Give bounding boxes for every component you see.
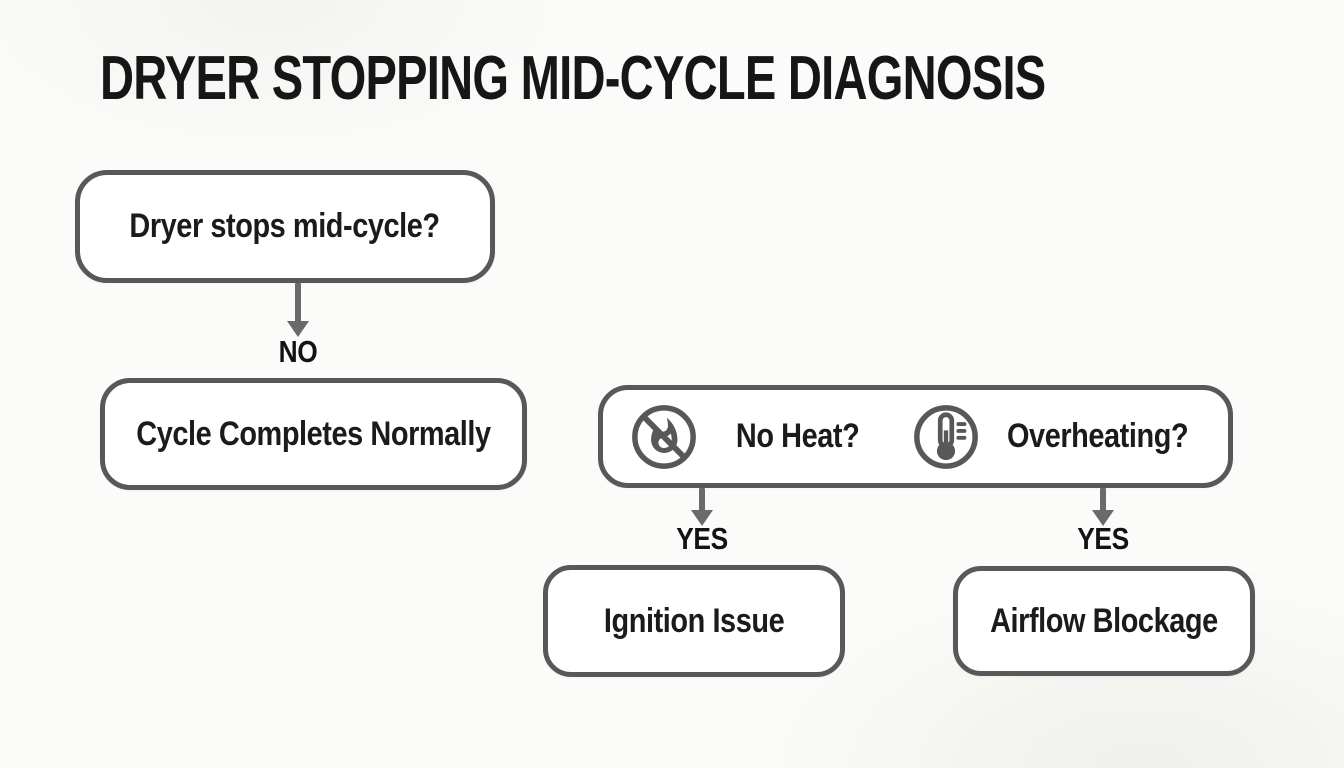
page-title: DRYER STOPPING MID-CYCLE DIAGNOSIS	[100, 44, 1046, 113]
edge-label-yes-left: YES	[676, 521, 728, 556]
arrow-down-no-head	[287, 321, 309, 337]
arrow-down-yes-right	[1100, 488, 1106, 511]
node-label: Ignition Issue	[603, 601, 785, 640]
node-airflow-blockage: Airflow Blockage	[953, 566, 1255, 676]
arrow-down-yes-left-head	[691, 510, 713, 526]
thermometer-icon	[913, 404, 979, 470]
node-symptom-question: No Heat? Overheating?	[598, 385, 1233, 488]
node-label: Airflow Blockage	[990, 601, 1218, 640]
edge-label-no: NO	[278, 334, 318, 369]
node-label-overheating: Overheating?	[1006, 417, 1189, 455]
node-label: Cycle Completes Normally	[136, 414, 491, 453]
node-cycle-completes-normally: Cycle Completes Normally	[100, 378, 527, 490]
node-dryer-stops-mid-cycle: Dryer stops mid-cycle?	[75, 170, 495, 283]
node-ignition-issue: Ignition Issue	[543, 565, 845, 677]
no-fire-icon	[631, 404, 697, 470]
node-label-no-heat: No Heat?	[735, 417, 860, 455]
node-label: Dryer stops mid-cycle?	[129, 207, 441, 245]
arrow-down-no	[295, 283, 301, 322]
arrow-down-yes-right-head	[1092, 510, 1114, 526]
arrow-down-yes-left	[699, 488, 705, 511]
edge-label-yes-right: YES	[1077, 521, 1129, 556]
